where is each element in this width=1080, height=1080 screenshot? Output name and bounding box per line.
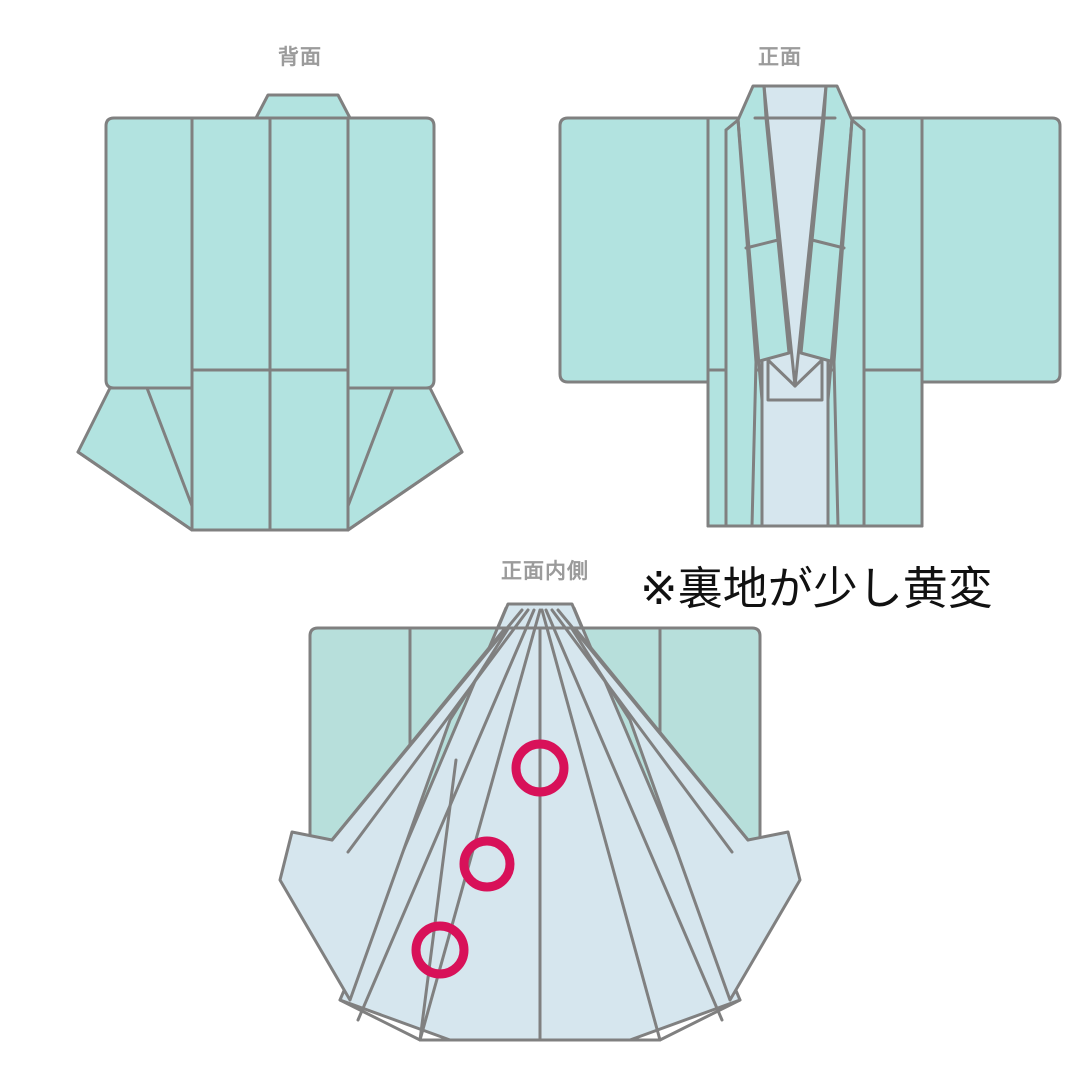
front-right-collar-outer-edge — [826, 118, 854, 402]
front-right-collar-notch — [810, 238, 846, 250]
inside-right-fold-d — [540, 608, 662, 1042]
inside-right-fold-a — [556, 608, 750, 842]
inside-hem-line — [338, 998, 742, 1042]
back-hem-line — [76, 450, 464, 532]
defect-marker — [411, 921, 469, 979]
defect-marker — [459, 836, 515, 892]
inside-left-panel-seam — [418, 758, 458, 1042]
view-label-back: 背面 — [278, 46, 322, 69]
lining-yellowing-note: ※裏地が少し黄変 — [640, 562, 993, 615]
kimono-back-view — [0, 70, 540, 550]
inside-left-fold-d — [418, 608, 542, 1042]
front-left-collar-outer-edge — [736, 118, 764, 402]
front-left-collar-inner-edge — [762, 84, 797, 388]
front-left-collar-notch — [744, 238, 780, 250]
front-collar-crossing — [766, 358, 824, 402]
kimono-front-inside-view — [270, 600, 810, 1060]
inside-left-fold-c — [356, 608, 536, 1022]
inside-right-fold-c — [544, 608, 724, 1022]
view-label-front-inside: 正面内側 — [501, 560, 589, 583]
kimono-front-view — [540, 70, 1080, 550]
back-left-sleeve-crease — [145, 386, 194, 508]
back-right-sleeve-crease — [346, 386, 395, 508]
back-collar-tab — [254, 93, 352, 120]
front-right-collar-inner-edge — [793, 84, 828, 388]
inside-left-fold-b — [346, 608, 530, 854]
inside-right-fold-b — [550, 608, 734, 854]
view-label-front: 正面 — [758, 46, 802, 69]
defect-marker — [511, 739, 569, 797]
inside-left-fold-a — [330, 608, 524, 842]
